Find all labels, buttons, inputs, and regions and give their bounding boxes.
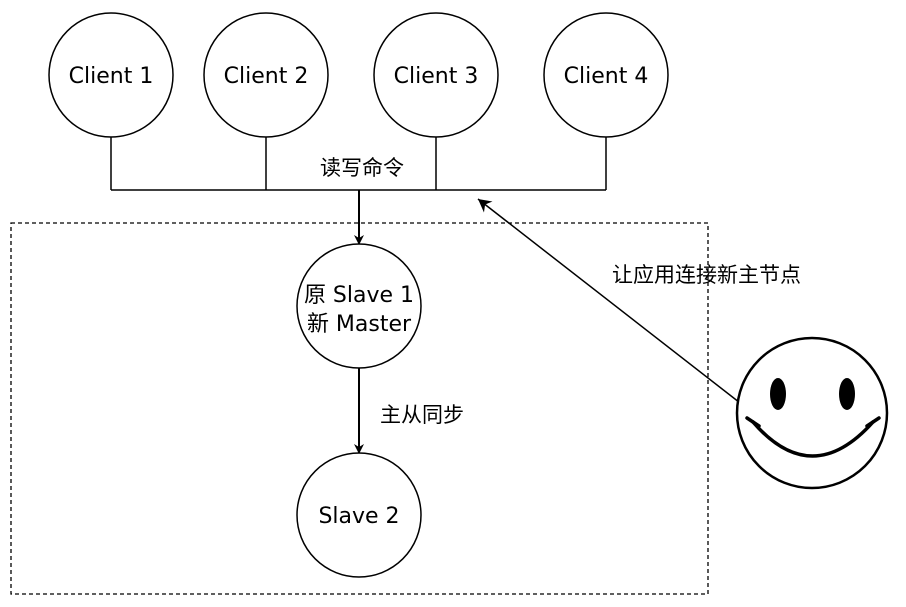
sentinel-arrow [477, 198, 745, 407]
client-node-4: Client 4 [543, 12, 669, 138]
smiley-face-icon [735, 336, 889, 490]
slave-2-node: Slave 2 [296, 452, 422, 578]
replication-label: 主从同步 [380, 403, 464, 427]
smile-right-dimple [865, 416, 881, 428]
client-node-4-label: Client 4 [564, 64, 649, 89]
sentinel-label: 让应用连接新主节点 [612, 263, 801, 287]
left-eye [770, 378, 786, 410]
slave-2-label: Slave 2 [318, 504, 399, 529]
bus-label: 读写命令 [320, 156, 404, 180]
client-node-2: Client 2 [203, 12, 329, 138]
new-master-label-line1: 原 Slave 1 [304, 283, 414, 308]
client-node-3: Client 3 [373, 12, 499, 138]
client-node-2-label: Client 2 [224, 64, 309, 89]
client-node-1: Client 1 [48, 12, 174, 138]
cluster-boundary [10, 222, 709, 595]
smile-mouth [751, 420, 875, 458]
new-master-label-line2: 新 Master [307, 312, 412, 337]
right-eye [839, 378, 855, 410]
client-node-1-label: Client 1 [69, 64, 154, 89]
new-master-node: 原 Slave 1 新 Master [296, 243, 422, 369]
smile-left-dimple [745, 416, 761, 428]
client-node-3-label: Client 3 [394, 64, 479, 89]
